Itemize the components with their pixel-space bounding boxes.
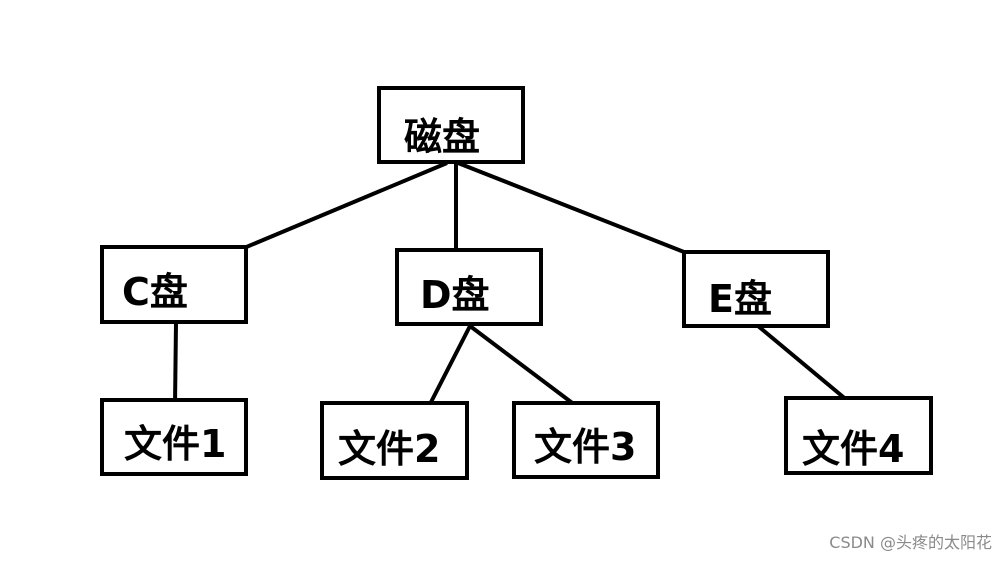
watermark: CSDN @头疼的太阳花 xyxy=(829,533,992,552)
node-file1 xyxy=(100,398,248,476)
node-file4 xyxy=(784,396,933,475)
node-c xyxy=(100,245,248,324)
node-file1-label: 文件1 xyxy=(124,422,227,466)
node-e xyxy=(682,250,830,328)
node-root-label: 磁盘 xyxy=(404,115,481,159)
node-root xyxy=(377,86,525,164)
edge-c-f1 xyxy=(173,322,178,406)
node-e-label: E盘 xyxy=(708,277,772,321)
node-d xyxy=(395,248,543,326)
node-file4-label: 文件4 xyxy=(802,427,905,471)
edge-root-e xyxy=(457,161,685,254)
edge-e-f4 xyxy=(756,324,850,403)
edge-d-f3 xyxy=(468,324,577,407)
node-file3 xyxy=(512,401,660,479)
node-file2-label: 文件2 xyxy=(338,427,441,471)
edge-root-c xyxy=(243,161,448,250)
node-file2 xyxy=(320,401,469,480)
edge-d-f2 xyxy=(426,325,472,409)
node-d-label: D盘 xyxy=(420,273,490,317)
node-file3-label: 文件3 xyxy=(534,425,637,469)
node-c-label: C盘 xyxy=(122,270,188,314)
